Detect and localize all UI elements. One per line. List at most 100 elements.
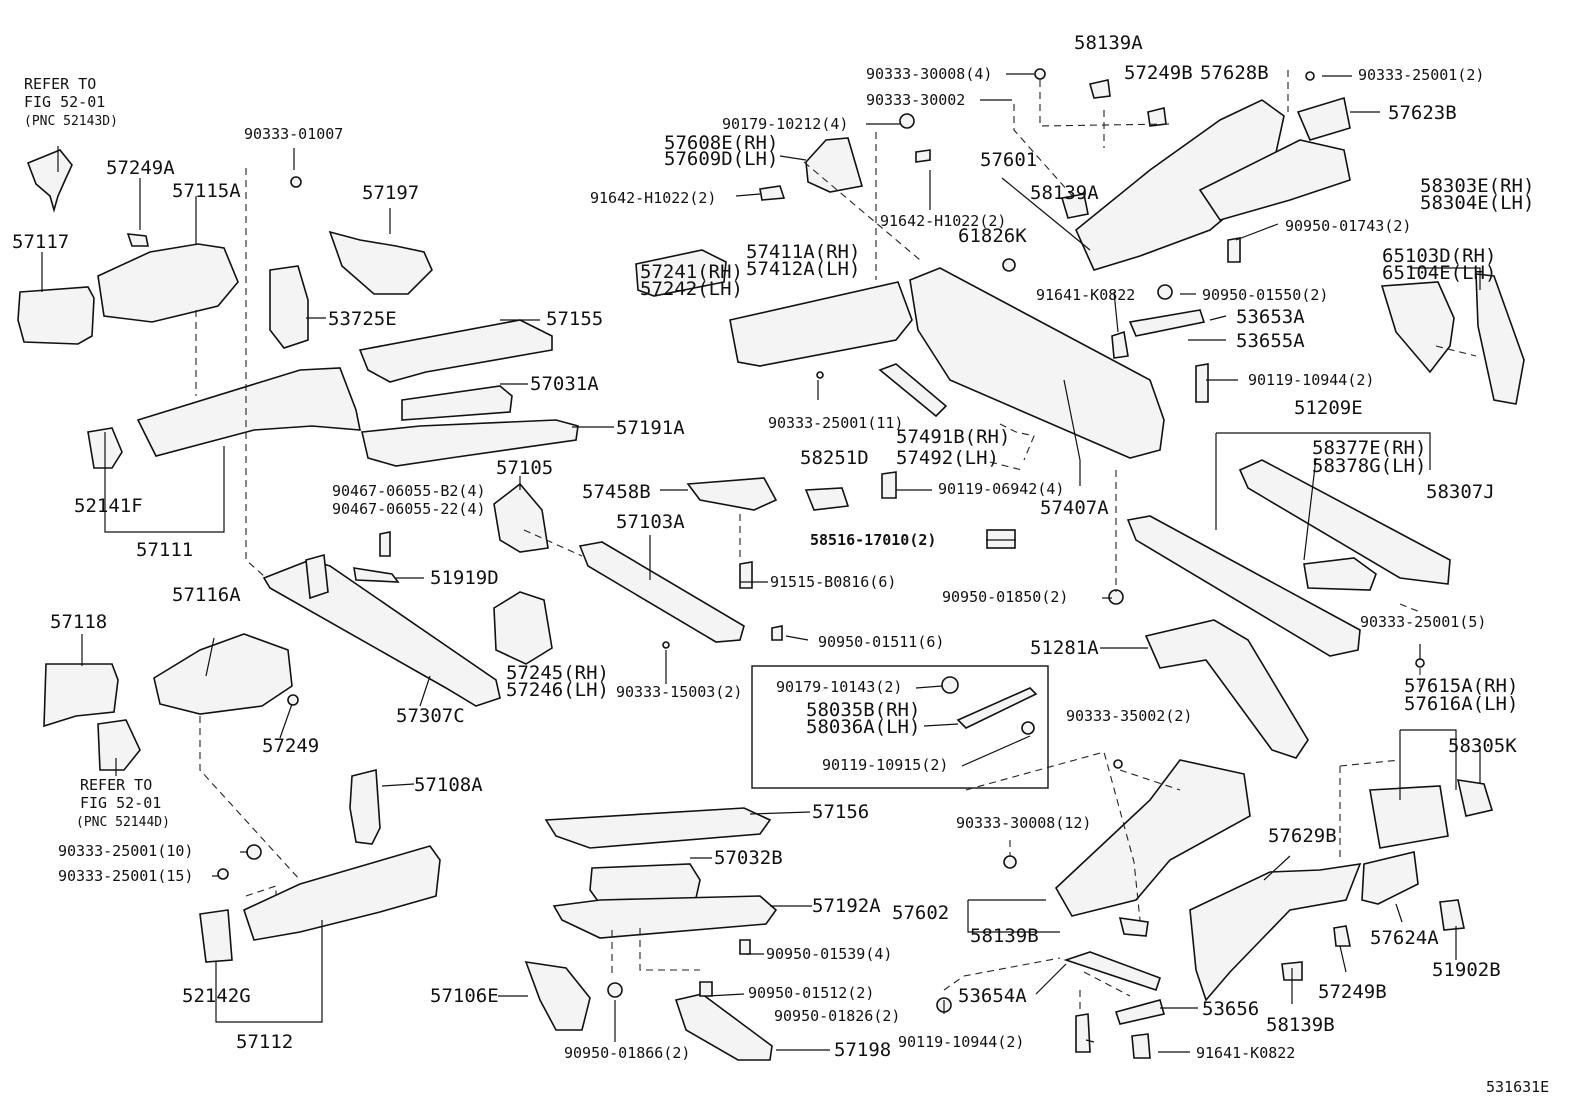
- part-label: 51209E: [1294, 397, 1363, 419]
- part-label: 53653A: [1236, 306, 1305, 328]
- part-label: 57106E: [430, 985, 499, 1007]
- part-label: 57412A(LH): [746, 258, 860, 280]
- part-label: 90333-30008(4): [866, 65, 992, 83]
- part-label: 52141F: [74, 495, 143, 517]
- part-label: 90950-01511(6): [818, 633, 944, 651]
- highlighted-part-label: 58516-17010(2): [810, 531, 936, 549]
- leader-lines: [41, 73, 1481, 1053]
- part-label: 57628B: [1200, 62, 1269, 84]
- part-label: 57602: [892, 902, 949, 924]
- part-label: 58036A(LH): [806, 716, 920, 738]
- part-label: 91641-K0822: [1036, 286, 1135, 304]
- part-label: 90333-35002(2): [1066, 707, 1192, 725]
- part-label: 65104E(LH): [1382, 262, 1496, 284]
- part-label: 57118: [50, 611, 107, 633]
- part-label: 90333-25001(15): [58, 867, 193, 885]
- part-label: 57112: [236, 1031, 293, 1053]
- reference-note-line: (PNC 52143D): [24, 114, 118, 129]
- part-label: 90119-10944(2): [898, 1033, 1024, 1051]
- dashed-guides: [195, 70, 1477, 1010]
- part-label: 90467-06055-B2(4): [332, 482, 486, 500]
- part-label: 58304E(LH): [1420, 192, 1534, 214]
- part-label: 57249B: [1318, 981, 1387, 1003]
- part-label: 57103A: [616, 511, 685, 533]
- part-label: 58139B: [1266, 1014, 1335, 1036]
- part-label: 90333-15003(2): [616, 683, 742, 701]
- part-label: 90950-01866(2): [564, 1044, 690, 1062]
- part-label: 57155: [546, 308, 603, 330]
- part-label: 57615A(RH): [1404, 675, 1518, 697]
- part-label: 91642-H1022(2): [880, 212, 1006, 230]
- part-label: 90333-30008(12): [956, 814, 1091, 832]
- part-label: 57246(LH): [506, 679, 609, 701]
- part-label: 90179-10212(4): [722, 115, 848, 133]
- part-label: 57458B: [582, 481, 651, 503]
- part-label: 91515-B0816(6): [770, 573, 896, 591]
- reference-note-line: REFER TO: [80, 776, 152, 794]
- part-label: 52142G: [182, 985, 251, 1007]
- part-label: 58139A: [1030, 182, 1099, 204]
- part-label: 58305K: [1448, 735, 1517, 757]
- part-label: 57156: [812, 801, 869, 823]
- reference-note-line: (PNC 52144D): [76, 815, 170, 830]
- part-label: 90950-01539(4): [766, 945, 892, 963]
- part-label: 57241(RH): [640, 261, 743, 283]
- part-label: 90950-01550(2): [1202, 286, 1328, 304]
- part-label: 90179-10143(2): [776, 678, 902, 696]
- part-label: 57608E(RH): [664, 132, 778, 154]
- part-label: 90950-01512(2): [748, 984, 874, 1002]
- reference-note-line: FIG 52-01: [80, 794, 161, 812]
- part-label: 57191A: [616, 417, 685, 439]
- part-label: 90333-30002: [866, 91, 965, 109]
- part-label: 91642-H1022(2): [590, 189, 716, 207]
- part-label: 57242(LH): [640, 278, 743, 300]
- part-label: 57491B(RH): [896, 426, 1010, 448]
- part-label: 58378G(LH): [1312, 455, 1426, 477]
- part-label: 53656: [1202, 998, 1259, 1020]
- part-label: 90119-10915(2): [822, 756, 948, 774]
- part-label: 90950-01743(2): [1285, 217, 1411, 235]
- part-label: 91641-K0822: [1196, 1044, 1295, 1062]
- part-label: 57105: [496, 457, 553, 479]
- part-label: 90467-06055-22(4): [332, 500, 486, 518]
- part-label: 51281A: [1030, 637, 1099, 659]
- part-label: 57407A: [1040, 497, 1109, 519]
- part-label: 57601: [980, 149, 1037, 171]
- part-label: 53725E: [328, 308, 397, 330]
- part-label: 57245(RH): [506, 662, 609, 684]
- part-label: 65103D(RH): [1382, 245, 1496, 267]
- part-label: 90119-10944(2): [1248, 371, 1374, 389]
- part-label: 90333-01007: [244, 125, 343, 143]
- part-label: 90333-25001(10): [58, 842, 193, 860]
- part-label: 57492(LH): [896, 447, 999, 469]
- part-label: 57411A(RH): [746, 241, 860, 263]
- part-label: 58035B(RH): [806, 699, 920, 721]
- part-labels: 58139A 90333-30008(4) 57249B 57628B 9033…: [12, 32, 1534, 1062]
- part-label: 90950-01850(2): [942, 588, 1068, 606]
- part-label: 90333-25001(11): [768, 414, 903, 432]
- part-label: 57031A: [530, 373, 599, 395]
- part-label: 51919D: [430, 567, 499, 589]
- diagram-id: 531631E: [1486, 1078, 1549, 1096]
- part-label: 58251D: [800, 447, 869, 469]
- part-label: 53655A: [1236, 330, 1305, 352]
- part-label: 57032B: [714, 847, 783, 869]
- part-label: 57111: [136, 539, 193, 561]
- reference-note-line: REFER TO: [24, 75, 96, 93]
- reference-note-top: REFER TO FIG 52-01 (PNC 52143D): [24, 75, 118, 129]
- part-label: 51902B: [1432, 959, 1501, 981]
- part-label: 53654A: [958, 985, 1027, 1007]
- part-label: 58303E(RH): [1420, 175, 1534, 197]
- part-label: 57197: [362, 182, 419, 204]
- part-label: 58139A: [1074, 32, 1143, 54]
- part-label: 90333-25001(5): [1360, 613, 1486, 631]
- part-label: 57115A: [172, 180, 241, 202]
- part-label: 57629B: [1268, 825, 1337, 847]
- part-label: 57624A: [1370, 927, 1439, 949]
- part-label: 57307C: [396, 705, 465, 727]
- part-label: 90950-01826(2): [774, 1007, 900, 1025]
- part-label: 61826K: [958, 225, 1027, 247]
- part-label: 58139B: [970, 925, 1039, 947]
